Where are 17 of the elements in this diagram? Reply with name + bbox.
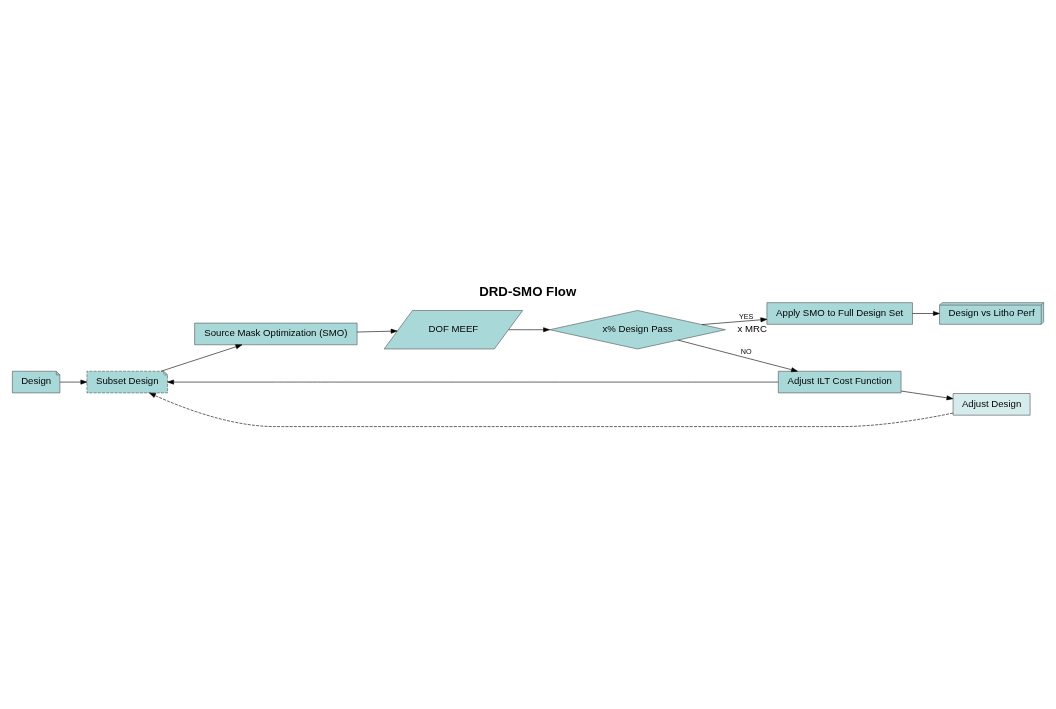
node-diamond: x% Design Pass [549, 309, 726, 349]
arrow [356, 328, 398, 334]
arrow [149, 392, 954, 427]
arrow [167, 379, 779, 384]
arrow [912, 310, 940, 316]
arrow [160, 343, 243, 371]
node-label: x MRC [737, 322, 767, 334]
arrow [508, 326, 550, 332]
arrow [701, 316, 768, 325]
node-box: Apply SMO to Full Design Set [766, 301, 913, 325]
arrow [677, 339, 798, 372]
node-box: Source Mask Optimization (SMO) [194, 322, 358, 345]
node-box: Adjust ILT Cost Function [778, 370, 902, 393]
diagram-title: DRD-SMO Flow [479, 283, 577, 299]
node-box: Adjust Design [952, 392, 1031, 415]
arrow [59, 379, 88, 384]
arrow [900, 390, 954, 400]
